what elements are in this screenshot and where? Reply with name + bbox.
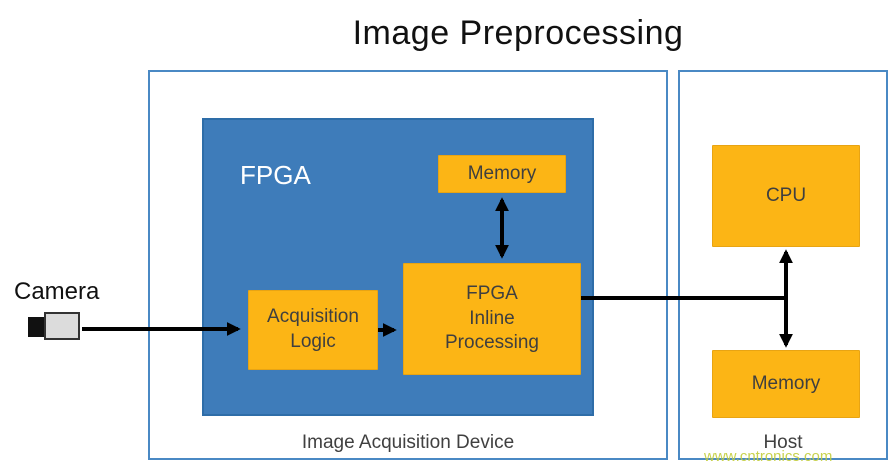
image-acquisition-device-caption: Image Acquisition Device: [301, 432, 515, 453]
camera-body-shape: [44, 312, 80, 340]
cpu-node: CPU: [712, 145, 860, 247]
fpga-label: FPGA: [240, 160, 311, 190]
camera-label: Camera: [14, 278, 100, 305]
fpga-memory-node: Memory: [438, 155, 566, 193]
host-caption: Host: [763, 432, 803, 453]
acquisition-logic-node: Acquisition Logic: [248, 290, 378, 370]
host-memory-node: Memory: [712, 350, 860, 418]
camera-lens-shape: [28, 317, 44, 337]
camera-icon: [28, 311, 82, 341]
watermark-text: www.cntronics.com: [704, 448, 833, 465]
diagram-title: Image Preprocessing: [352, 14, 684, 52]
fpga-inline-processing-node: FPGA Inline Processing: [403, 263, 581, 375]
